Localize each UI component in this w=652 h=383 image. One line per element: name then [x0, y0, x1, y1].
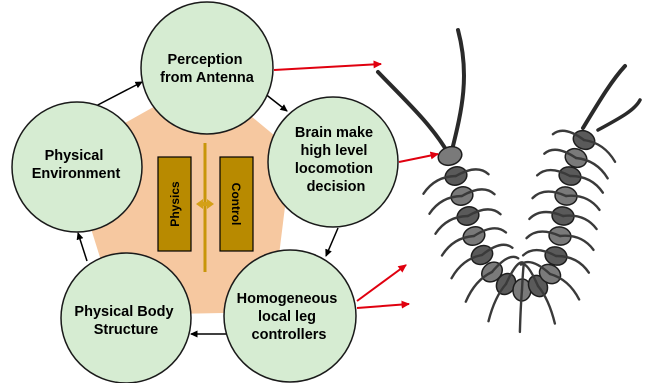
arrow-controllers-to-legs-lower	[357, 304, 409, 308]
centipede-illustration	[378, 30, 640, 332]
physics-box: Physics	[158, 157, 191, 251]
node-brain: Brain make high level locomotion decisio…	[268, 97, 398, 227]
arrow-body-to-environment	[78, 233, 87, 261]
brain-line-4: decision	[307, 179, 366, 195]
node-body: Physical Body Structure	[61, 253, 191, 383]
arrow-controllers-to-legs-upper	[357, 265, 406, 301]
node-environment: Physical Environment	[12, 102, 142, 232]
brain-line-2: high level	[301, 143, 368, 159]
controllers-line-3: controllers	[252, 327, 327, 343]
arrow-environment-to-perception	[92, 82, 142, 108]
controllers-line-1: Homogeneous	[237, 291, 338, 307]
control-label: Control	[229, 183, 243, 226]
environment-line-2: Environment	[32, 166, 121, 182]
environment-line-1: Physical	[45, 148, 104, 164]
arrow-perception-to-antenna	[274, 64, 381, 70]
arrow-brain-to-head	[399, 154, 438, 162]
brain-line-3: locomotion	[295, 161, 373, 177]
body-line-1: Physical Body	[74, 304, 173, 320]
node-controllers: Homogeneous local leg controllers	[224, 250, 356, 382]
node-perception: Perception from Antenna	[141, 2, 273, 134]
body-line-2: Structure	[94, 322, 158, 338]
brain-line-1: Brain make	[295, 125, 373, 141]
physics-label: Physics	[168, 181, 182, 227]
arrow-brain-to-controllers	[326, 228, 338, 256]
control-box: Control	[220, 157, 253, 251]
perception-line-2: from Antenna	[160, 70, 255, 86]
perception-line-1: Perception	[168, 52, 243, 68]
controllers-line-2: local leg	[258, 309, 316, 325]
